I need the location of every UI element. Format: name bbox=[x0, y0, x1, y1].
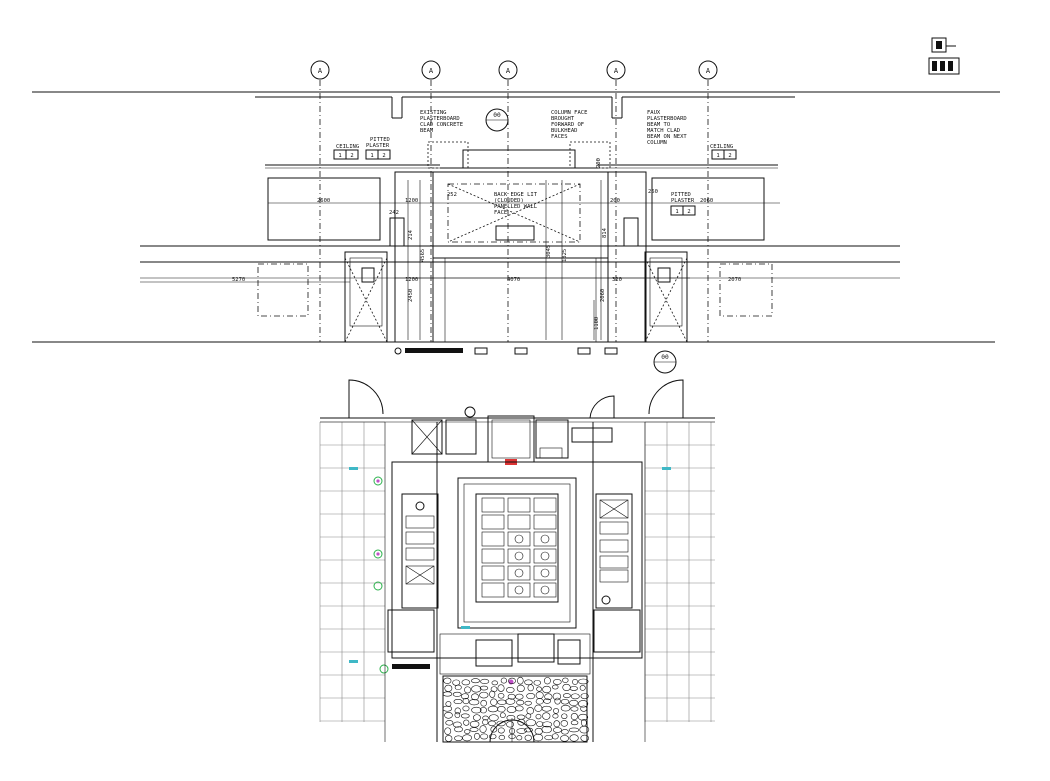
svg-text:214: 214 bbox=[408, 229, 414, 240]
svg-text:FORWARD OF: FORWARD OF bbox=[551, 122, 584, 128]
svg-text:2450: 2450 bbox=[408, 289, 414, 302]
svg-text:00: 00 bbox=[661, 354, 669, 361]
note-faux-beam: FAUX PLASTERBOARD BEAM TO MATCH CLAD BEA… bbox=[647, 110, 687, 146]
svg-text:A: A bbox=[706, 67, 711, 75]
svg-text:PLASTER: PLASTER bbox=[671, 198, 695, 204]
svg-text:FACE: FACE bbox=[494, 210, 507, 216]
svg-text:260: 260 bbox=[648, 189, 658, 195]
svg-text:2: 2 bbox=[687, 209, 690, 215]
svg-text:2060: 2060 bbox=[600, 289, 606, 302]
svg-text:COLUMN FACE: COLUMN FACE bbox=[551, 110, 587, 116]
svg-text:CEILING: CEILING bbox=[710, 144, 733, 150]
svg-text:242: 242 bbox=[389, 210, 399, 216]
svg-text:PITTED: PITTED bbox=[671, 192, 691, 198]
svg-text:PLASTER: PLASTER bbox=[366, 143, 390, 149]
svg-text:FAUX: FAUX bbox=[647, 110, 661, 116]
svg-text:A: A bbox=[614, 67, 619, 75]
svg-text:320: 320 bbox=[612, 277, 622, 283]
svg-text:PITTED: PITTED bbox=[370, 137, 390, 143]
note-back-edge-lit: BACK EDGE LIT (CLOUDED) PANELLED WALL FA… bbox=[494, 192, 538, 216]
floor-plan-drawing bbox=[319, 379, 715, 743]
svg-text:BACK EDGE LIT: BACK EDGE LIT bbox=[494, 192, 538, 198]
grid-bubble-1: A bbox=[310, 60, 330, 80]
section-marker-bottom: 00 bbox=[653, 350, 677, 374]
pitted-plaster-tag-left: PITTED PLASTER 1 2 bbox=[365, 137, 391, 160]
svg-text:CEILING: CEILING bbox=[336, 144, 359, 150]
svg-text:4565: 4565 bbox=[420, 249, 426, 262]
grid-bubble-4: A bbox=[606, 60, 626, 80]
svg-text:00: 00 bbox=[493, 112, 501, 119]
grid-bubble-2: A bbox=[421, 60, 441, 80]
svg-text:4070: 4070 bbox=[507, 277, 520, 283]
svg-text:1200: 1200 bbox=[405, 277, 418, 283]
note-existing-beam: EXISTING PLASTERBOARD CLAD CONCRETE BEAM bbox=[420, 110, 463, 134]
svg-text:BROUGHT: BROUGHT bbox=[551, 116, 575, 122]
grid-bubble-3: A bbox=[498, 60, 518, 80]
svg-text:2: 2 bbox=[350, 153, 353, 159]
dimension-labels: 2600 1200 252 200 260 2060 242 5270 1200… bbox=[232, 158, 741, 330]
svg-text:BEAM: BEAM bbox=[420, 128, 434, 134]
svg-text:2: 2 bbox=[382, 153, 385, 159]
svg-text:COLUMN: COLUMN bbox=[647, 140, 667, 146]
svg-text:A: A bbox=[506, 67, 511, 75]
svg-text:1100: 1100 bbox=[594, 317, 600, 330]
svg-text:1200: 1200 bbox=[405, 198, 418, 204]
svg-text:200: 200 bbox=[610, 198, 620, 204]
svg-text:BEAM TO: BEAM TO bbox=[647, 122, 670, 128]
svg-text:CLAD CONCRETE: CLAD CONCRETE bbox=[420, 122, 463, 128]
ceiling-tag-right: CEILING 1 2 bbox=[710, 144, 737, 160]
svg-text:FACES: FACES bbox=[551, 134, 568, 140]
pitted-plaster-tag-right: PITTED PLASTER 1 2 bbox=[670, 192, 696, 216]
svg-text:3045: 3045 bbox=[546, 245, 552, 258]
svg-text:1825: 1825 bbox=[562, 249, 568, 262]
svg-text:1: 1 bbox=[370, 153, 373, 159]
svg-text:MATCH CLAD: MATCH CLAD bbox=[647, 128, 680, 134]
svg-text:5270: 5270 bbox=[232, 277, 245, 283]
svg-text:BULKHEAD: BULKHEAD bbox=[551, 128, 578, 134]
svg-text:PLASTERBOARD: PLASTERBOARD bbox=[420, 116, 460, 122]
note-column-face: COLUMN FACE BROUGHT FORWARD OF BULKHEAD … bbox=[551, 110, 587, 140]
svg-text:2070: 2070 bbox=[728, 277, 741, 283]
section-marker-top: 00 bbox=[485, 108, 509, 132]
elevation-drawing bbox=[32, 80, 1000, 355]
svg-text:BEAM ON NEXT: BEAM ON NEXT bbox=[647, 134, 687, 140]
svg-text:2600: 2600 bbox=[317, 198, 330, 204]
svg-text:200: 200 bbox=[596, 158, 602, 168]
svg-text:2: 2 bbox=[728, 153, 731, 159]
grid-bubble-5: A bbox=[698, 60, 718, 80]
svg-text:1: 1 bbox=[716, 153, 719, 159]
ceiling-tag-left: CEILING 1 2 bbox=[333, 144, 359, 160]
svg-text:1: 1 bbox=[338, 153, 341, 159]
svg-text:1: 1 bbox=[675, 209, 678, 215]
svg-text:EXISTING: EXISTING bbox=[420, 110, 447, 116]
svg-text:A: A bbox=[429, 67, 434, 75]
svg-text:PLASTERBOARD: PLASTERBOARD bbox=[647, 116, 687, 122]
svg-text:814: 814 bbox=[602, 227, 608, 238]
title-block-logo bbox=[928, 37, 960, 75]
svg-text:252: 252 bbox=[447, 192, 457, 198]
svg-text:PANELLED WALL: PANELLED WALL bbox=[494, 204, 538, 210]
svg-text:2060: 2060 bbox=[700, 198, 713, 204]
svg-text:A: A bbox=[318, 67, 323, 75]
svg-text:(CLOUDED): (CLOUDED) bbox=[494, 198, 524, 204]
